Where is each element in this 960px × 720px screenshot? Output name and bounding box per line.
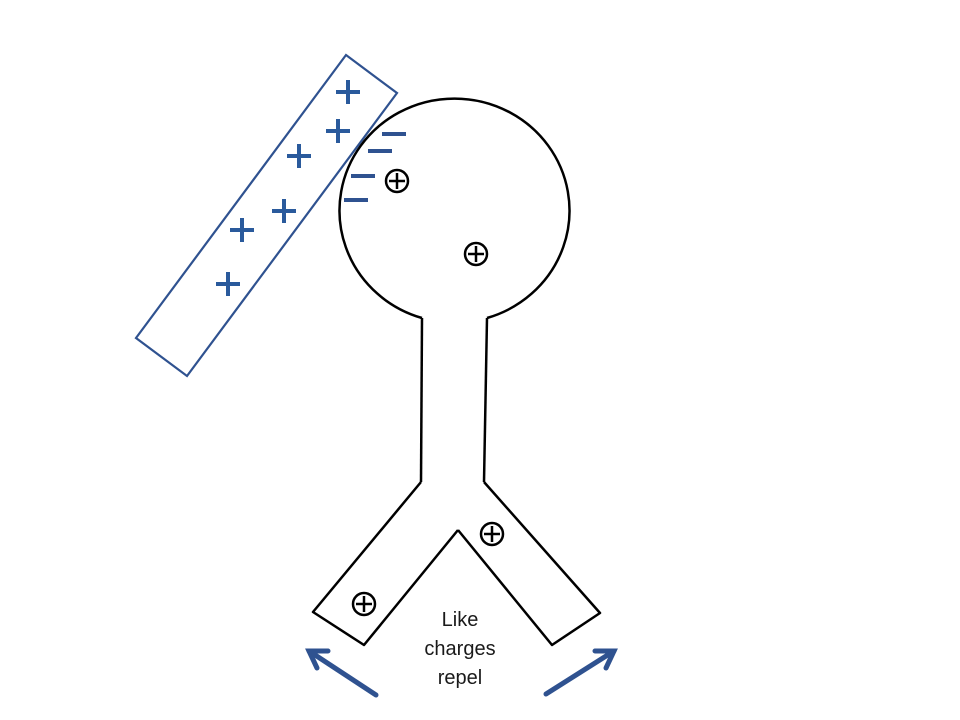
rod-plus-charge xyxy=(287,144,311,168)
circled-plus-charge xyxy=(479,521,505,547)
rod-plus-charge xyxy=(230,218,254,242)
electroscope xyxy=(311,97,602,647)
caption: Like charges repel xyxy=(400,606,520,693)
rod-plus-charge xyxy=(326,119,350,143)
left-leaf xyxy=(311,481,459,647)
arrow-left-icon xyxy=(305,648,379,698)
caption-line-3: repel xyxy=(437,667,483,689)
circled-plus-charge xyxy=(351,591,377,617)
electroscope-charges xyxy=(351,168,505,617)
rod-plus-charge xyxy=(336,80,360,104)
rod-plus-charge xyxy=(272,199,296,223)
caption-line-1: Like xyxy=(441,609,479,631)
repulsion-arrows xyxy=(305,648,618,698)
rod-plus-charge xyxy=(216,272,240,296)
rod-charges xyxy=(216,80,360,296)
right-leaf xyxy=(457,481,602,647)
electroscope-stem-left xyxy=(419,317,424,483)
arrow-right-icon xyxy=(543,648,618,697)
circled-plus-charge xyxy=(384,168,410,194)
electroscope-bulb xyxy=(338,97,571,320)
induced-negative-charges xyxy=(344,132,406,202)
circled-plus-charge xyxy=(463,241,489,267)
charged-rod xyxy=(134,53,399,378)
electroscope-stem-right xyxy=(482,317,489,483)
caption-line-2: charges xyxy=(424,638,496,660)
